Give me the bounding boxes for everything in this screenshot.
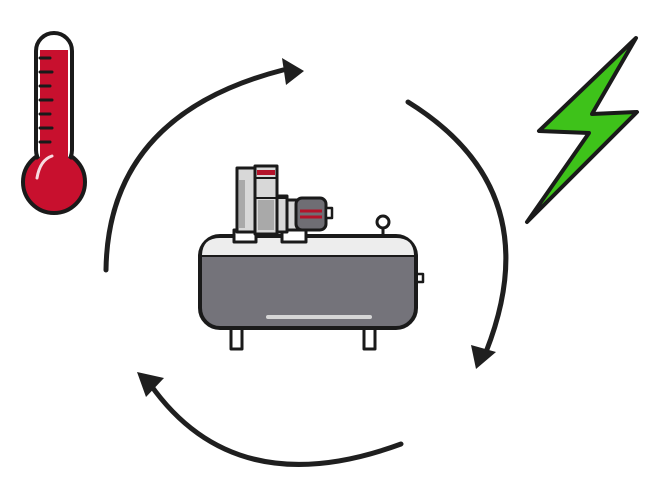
compressor-pump bbox=[235, 164, 289, 236]
air-compressor-icon bbox=[198, 164, 425, 351]
thermometer-scale bbox=[38, 56, 54, 144]
cycle-arrow-bottom bbox=[137, 372, 404, 467]
thermometer-icon bbox=[21, 31, 87, 215]
cycle-arrow-right bbox=[405, 99, 509, 369]
air-tank bbox=[198, 234, 418, 330]
lightning-bolt-icon bbox=[525, 36, 639, 224]
cycle-arrows bbox=[103, 58, 509, 467]
tank-leg-left bbox=[229, 326, 244, 351]
tank-leg-right bbox=[362, 326, 377, 351]
cycle-arrow-top-left bbox=[103, 58, 304, 273]
electric-motor bbox=[282, 196, 334, 232]
safety-valve bbox=[375, 214, 391, 230]
